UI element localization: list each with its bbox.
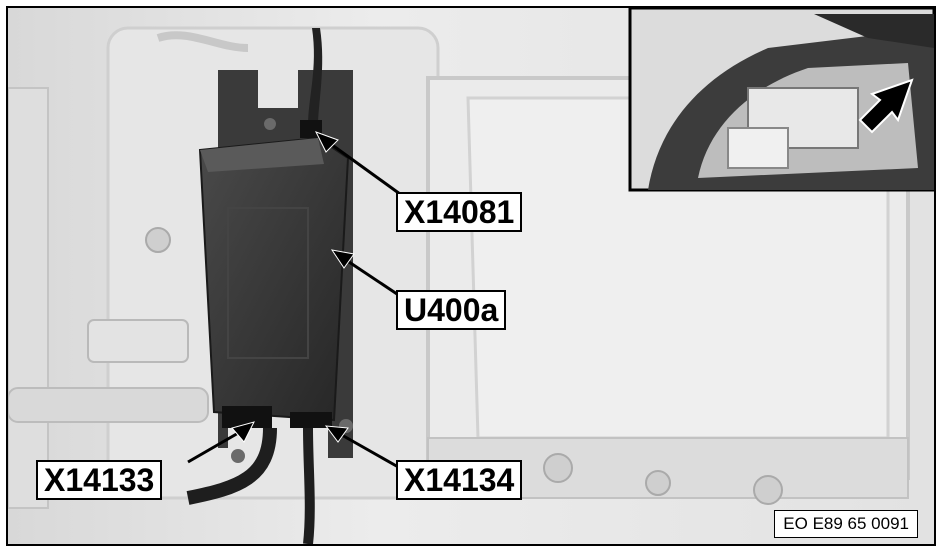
illustration xyxy=(8,8,934,544)
cable-x14133 xyxy=(186,427,277,505)
bolt-4 xyxy=(145,227,171,253)
left-connector xyxy=(87,319,189,363)
top-cable xyxy=(308,28,323,126)
bracket-hole xyxy=(231,449,245,463)
cable-x14134 xyxy=(303,427,315,544)
callout-arrow-icon xyxy=(187,421,255,464)
bolt-1 xyxy=(543,453,573,483)
location-arrow-icon xyxy=(858,78,914,134)
left-pipe xyxy=(8,87,49,509)
label-u400a: U400a xyxy=(396,290,507,330)
photo-frame: X14081 U400a X14133 X14134 EO E89 65 009… xyxy=(6,6,936,546)
module-top-face xyxy=(200,138,324,172)
reference-code: EO E89 65 0091 xyxy=(774,510,918,538)
bolt-3 xyxy=(753,475,783,505)
callout-arrow-icon xyxy=(314,131,401,196)
connector-x14134 xyxy=(290,412,332,428)
antenna-module xyxy=(198,136,350,422)
callout-arrow-icon xyxy=(330,249,401,298)
label-x14134: X14134 xyxy=(396,460,523,500)
location-inset xyxy=(628,8,934,192)
label-x14081: X14081 xyxy=(396,192,523,232)
bracket-hole xyxy=(264,118,276,130)
module-ribs xyxy=(227,207,309,359)
callout-arrow-icon xyxy=(324,425,401,470)
connector-x14133 xyxy=(222,406,272,428)
bolt-2 xyxy=(645,470,671,496)
label-x14133: X14133 xyxy=(36,460,163,500)
wire-top xyxy=(156,31,249,52)
left-tube xyxy=(8,387,209,423)
